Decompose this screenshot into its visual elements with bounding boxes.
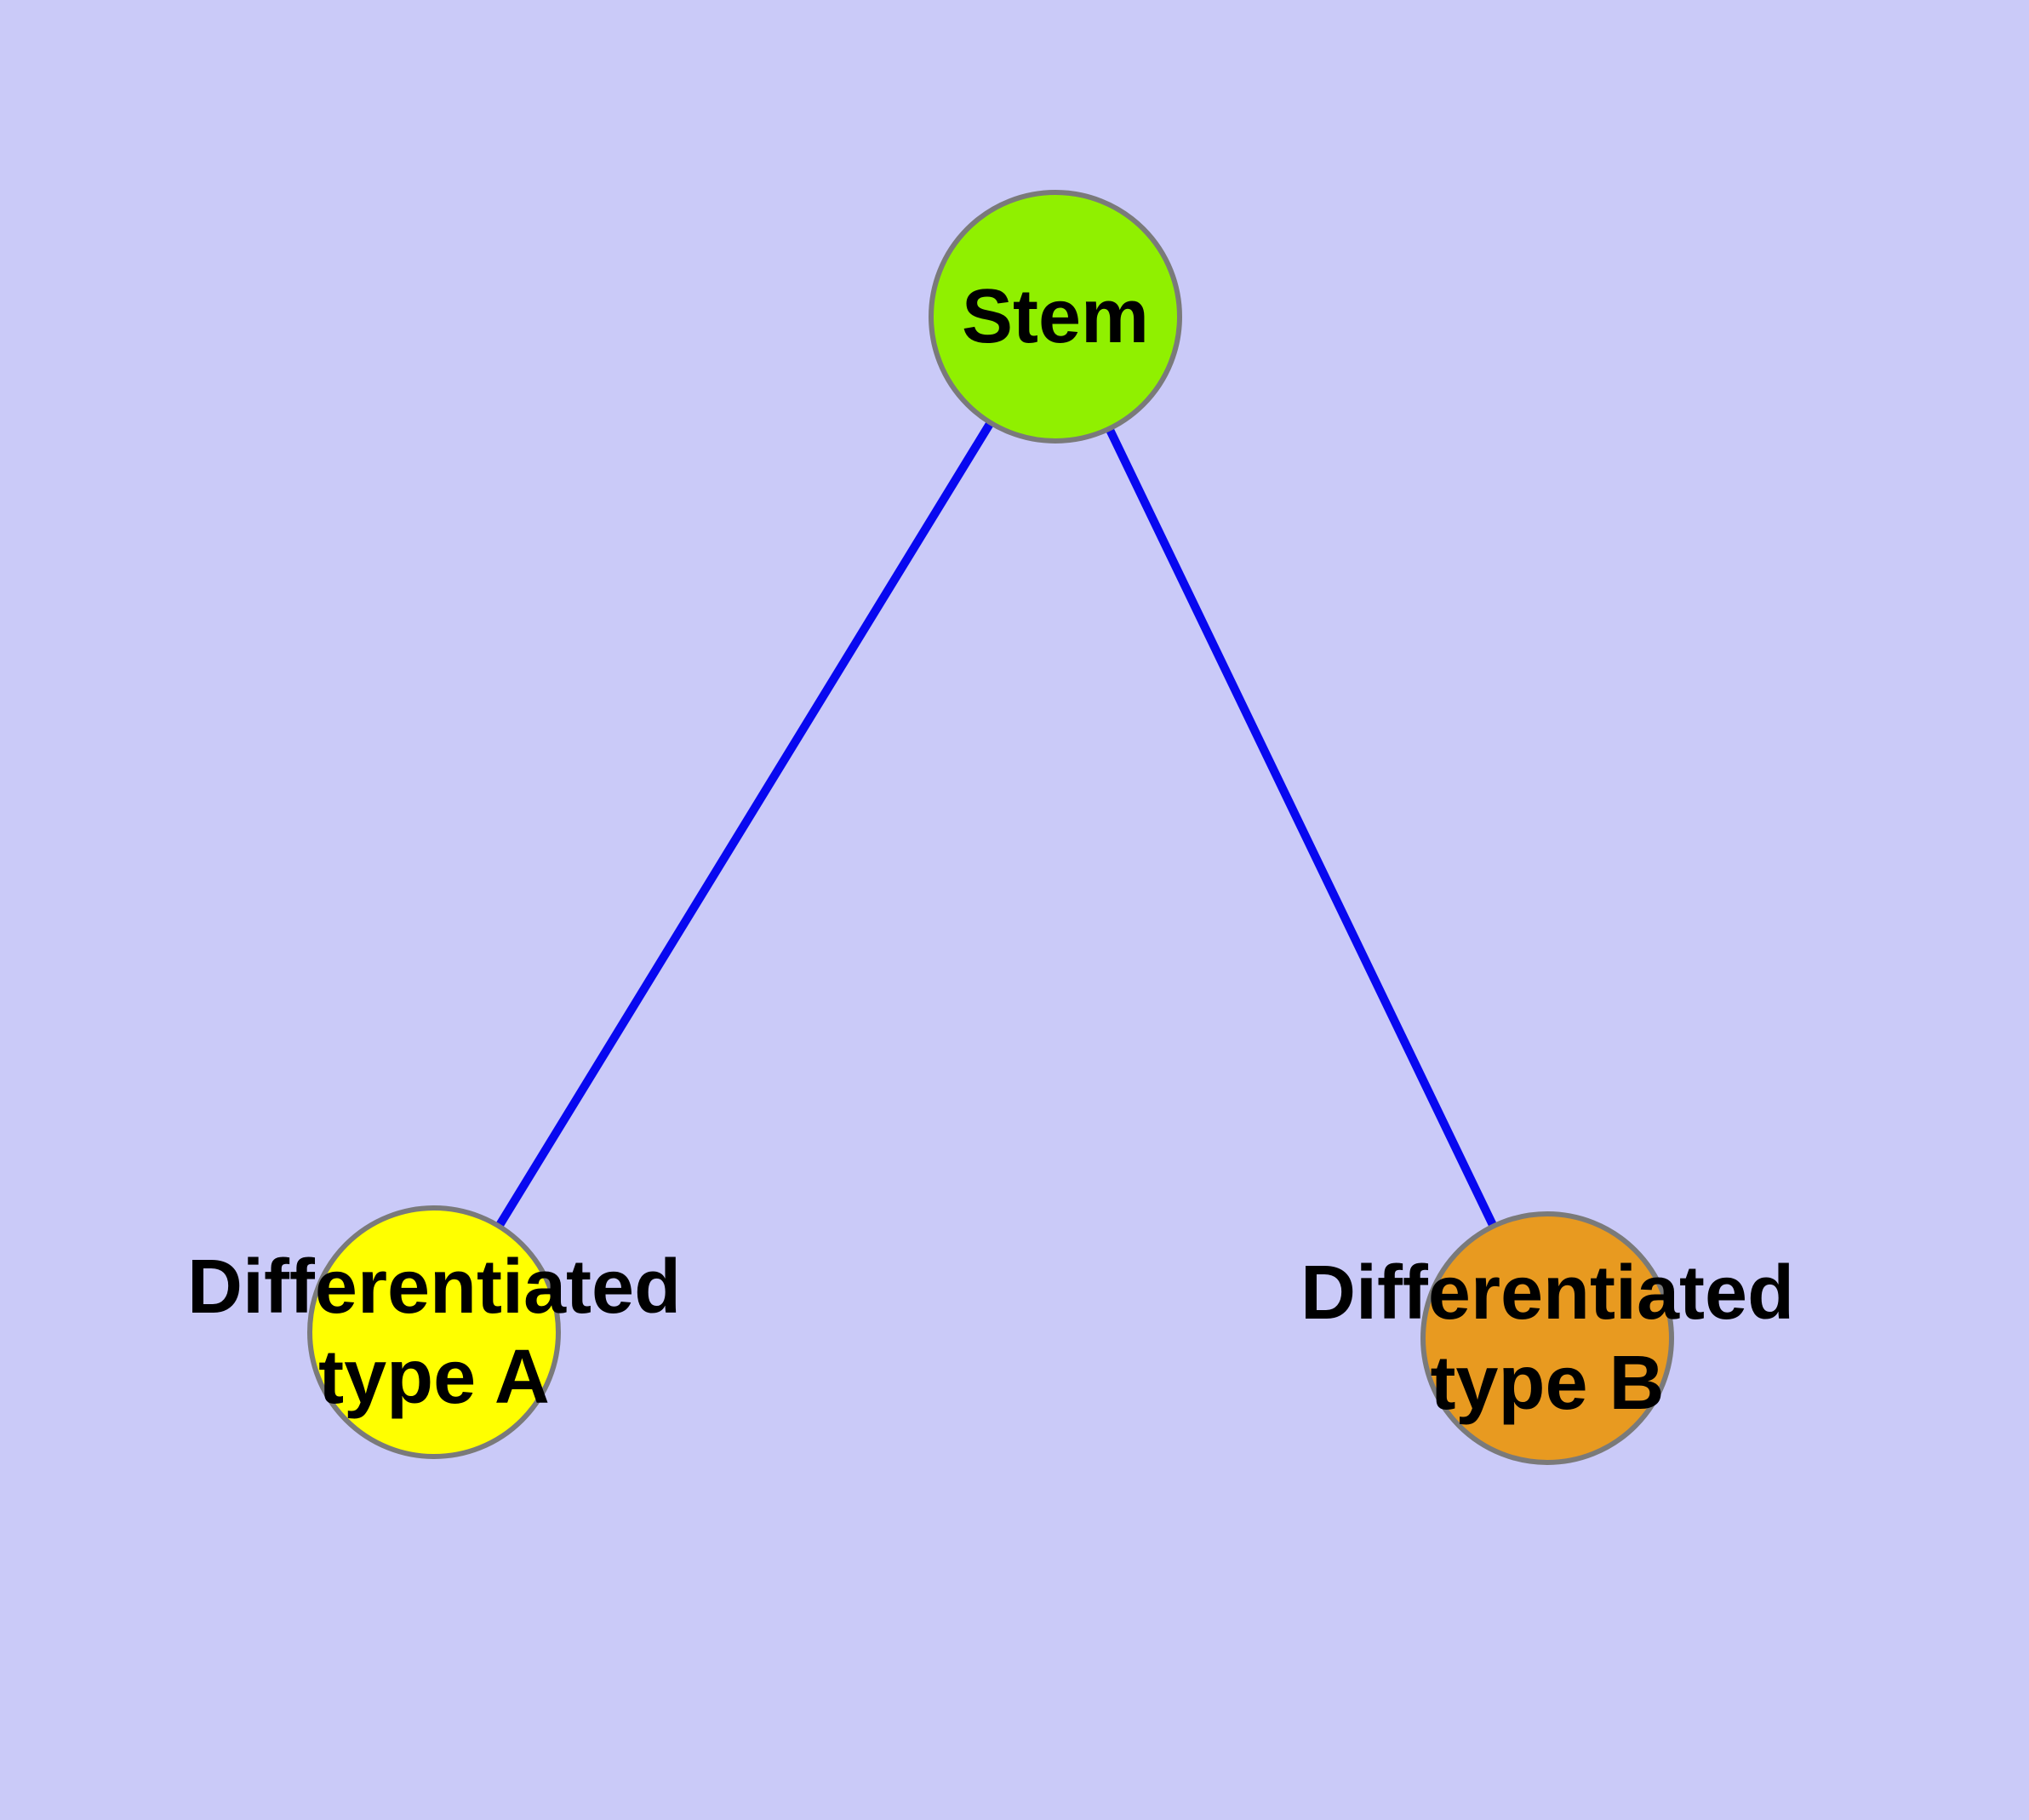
node-type-a-label: Differentiated type A (187, 1242, 681, 1422)
node-stem-circle (929, 190, 1182, 444)
label-line: Stem (961, 274, 1150, 359)
label-line: type B (1430, 1341, 1665, 1426)
edge-stem-to-type-a (430, 314, 1060, 1335)
node-type-a-circle (307, 1205, 561, 1459)
label-line: Differentiated (186, 1245, 682, 1330)
label-line: Differentiated (1300, 1251, 1795, 1336)
node-type-b-circle (1420, 1211, 1674, 1465)
node-stem-label: Stem (962, 272, 1149, 362)
edge-stem-to-type-b (1051, 314, 1552, 1341)
node-type-b-label: Differentiated type B (1300, 1248, 1794, 1428)
label-line: type A (318, 1335, 550, 1420)
